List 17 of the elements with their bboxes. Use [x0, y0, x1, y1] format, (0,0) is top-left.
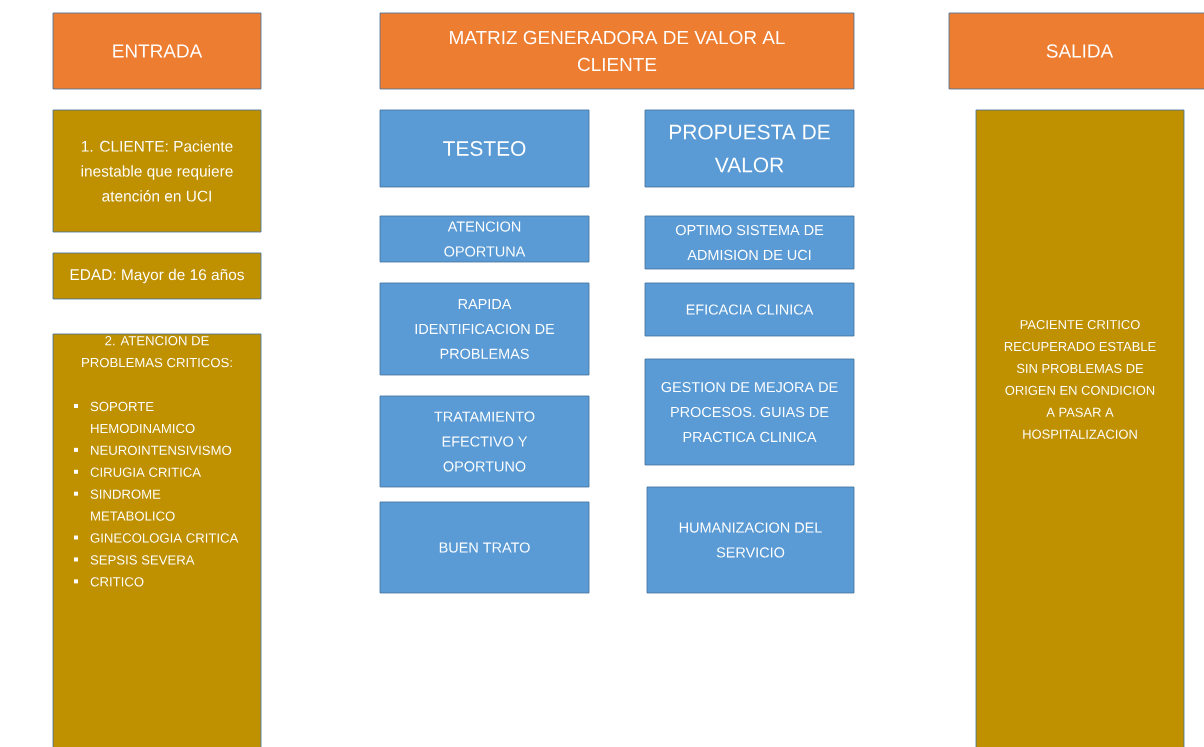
header-box: MATRIZ GENERADORA DE VALOR AL CLIENTE: [379, 12, 855, 90]
value-box: OPTIMO SISTEMA DE ADMISION DE UCI: [644, 215, 855, 270]
value-box: PROPUESTA DE VALOR: [644, 109, 855, 188]
info-box: EDAD: Mayor de 16 años: [52, 252, 262, 300]
value-box: TRATAMIENTO EFECTIVO Y OPORTUNO: [379, 395, 590, 488]
value-box: EFICACIA CLINICA: [644, 282, 855, 337]
header-box: ENTRADA: [52, 12, 262, 90]
value-box: RAPIDA IDENTIFICACION DE PROBLEMAS: [379, 282, 590, 376]
value-box: HUMANIZACION DEL SERVICIO: [646, 486, 855, 594]
header-box: SALIDA: [948, 12, 1204, 90]
value-box: BUEN TRATO: [379, 501, 590, 594]
value-box: TESTEO: [379, 109, 590, 188]
value-box: ATENCION OPORTUNA: [379, 215, 590, 263]
value-box: GESTION DE MEJORA DE PROCESOS. GUIAS DE PRACTICA CLINICA: [644, 358, 855, 466]
info-box: 1. CLIENTE: Paciente inestable que requiere atención en UCI: [52, 109, 262, 233]
info-box: 2. ATENCION DE PROBLEMAS CRITICOS: SOPORTE HEMODINAMICO NEUROINTENSIVISMO CIRUGIA CRITICA SINDROME METABOLICO GINECOLOGIA CRITICA SEPSIS SEVERA CRITICO: [52, 333, 262, 747]
info-box: PACIENTE CRITICO RECUPERADO ESTABLE SIN PROBLEMAS DE ORIGEN EN CONDICION A PASAR A HOSPITALIZACION: [975, 109, 1185, 747]
